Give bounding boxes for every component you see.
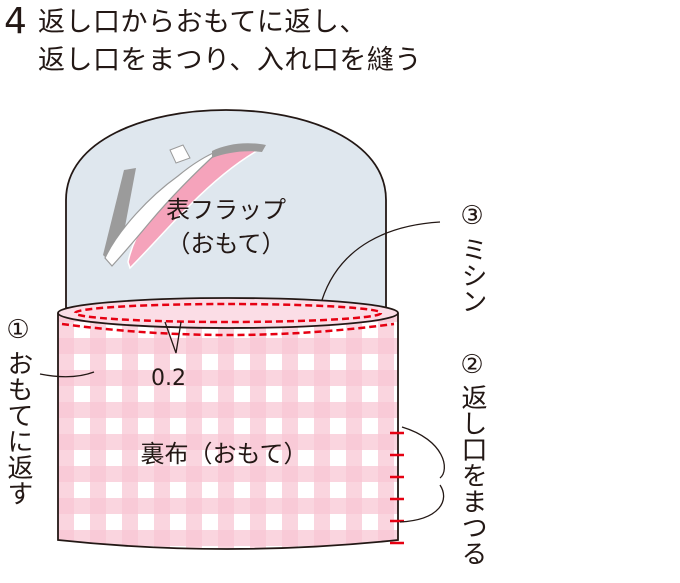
step-3-text: ミシン bbox=[457, 236, 487, 314]
step-3-marker: ③ bbox=[460, 201, 483, 231]
outer-flap bbox=[65, 109, 387, 309]
measurement-pointer bbox=[164, 321, 182, 354]
lining-label: 裏布（おもて） bbox=[140, 440, 307, 468]
flap-label-sub: （おもて） bbox=[166, 230, 285, 258]
opening-stitch-line bbox=[73, 302, 383, 324]
flap-label: 表フラップ bbox=[166, 196, 286, 224]
step-2-label: ② 返し口をまつる bbox=[457, 350, 487, 566]
step-1-text: おもてに返す bbox=[3, 350, 33, 506]
lining-body bbox=[57, 297, 404, 550]
step-3-label: ③ ミシン bbox=[457, 201, 487, 314]
step-1-marker: ① bbox=[6, 315, 29, 345]
leader-line-turn bbox=[39, 371, 95, 378]
opening-stitch-line-front bbox=[61, 322, 395, 337]
leader-line-slipstitch bbox=[401, 426, 445, 479]
step-2-marker: ② bbox=[460, 350, 483, 380]
step-1-label: ① おもてに返す bbox=[3, 315, 33, 506]
measurement-label: 0.2 bbox=[151, 366, 186, 391]
step-2-text: 返し口をまつる bbox=[457, 384, 487, 566]
step-title-line-1: 返し口からおもてに返し、 bbox=[38, 7, 367, 38]
shoe-print-icon bbox=[103, 143, 266, 270]
ladder-stitch-marks bbox=[390, 431, 404, 545]
step-number: 4 bbox=[4, 1, 27, 42]
leader-line-stitch bbox=[321, 221, 441, 301]
step-title-line-2: 返し口をまつり、入れ口を縫う bbox=[38, 45, 422, 76]
